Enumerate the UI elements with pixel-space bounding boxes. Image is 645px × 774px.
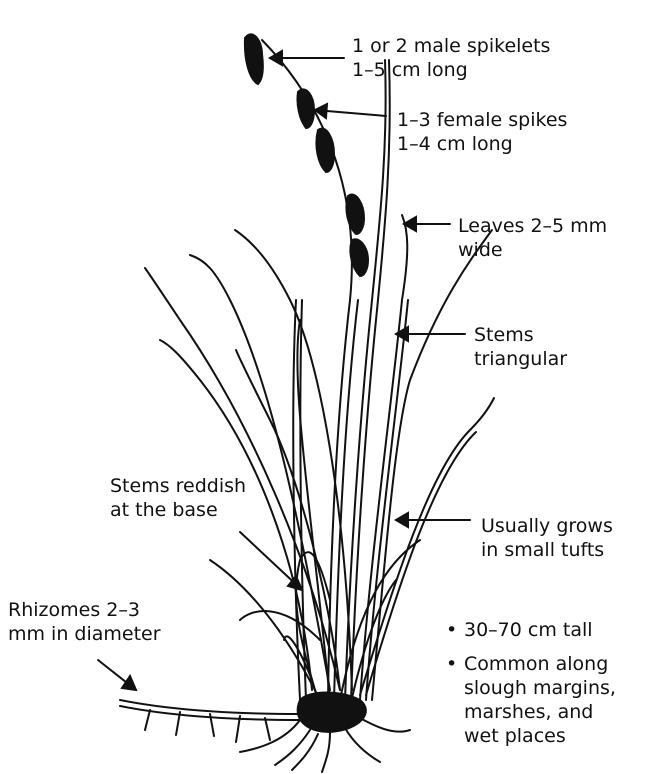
bullet-icon: • bbox=[446, 618, 462, 642]
leaf bbox=[240, 611, 320, 640]
bullet-icon: • bbox=[446, 652, 462, 676]
fact-height-text: 30–70 cm tall bbox=[464, 618, 593, 642]
female-spike bbox=[316, 129, 334, 172]
reddish-base-label: Stems reddish at the base bbox=[110, 474, 246, 522]
rhizomes-label: Rhizomes 2–3 mm in diameter bbox=[8, 598, 161, 646]
fact-habitat-text: Common along slough margins, marshes, an… bbox=[464, 652, 616, 748]
leaf bbox=[360, 215, 407, 700]
root-mass bbox=[298, 693, 366, 733]
tufts-label: Usually grows in small tufts bbox=[481, 514, 613, 562]
leaves-label: Leaves 2–5 mm wide bbox=[458, 214, 607, 262]
male-spikelets-label: 1 or 2 male spikelets 1–5 cm long bbox=[352, 34, 550, 82]
flowering-stem bbox=[262, 40, 352, 700]
rhizome bbox=[120, 700, 300, 714]
male-spikelet bbox=[297, 89, 314, 128]
stems-label: Stems triangular bbox=[474, 323, 567, 371]
male-spikelet bbox=[245, 34, 263, 84]
leaf bbox=[296, 552, 330, 700]
female-spikes-label: 1–3 female spikes 1–4 cm long bbox=[397, 108, 567, 156]
female-spike bbox=[346, 195, 364, 234]
leaf bbox=[190, 255, 330, 690]
female-spike bbox=[350, 239, 368, 276]
